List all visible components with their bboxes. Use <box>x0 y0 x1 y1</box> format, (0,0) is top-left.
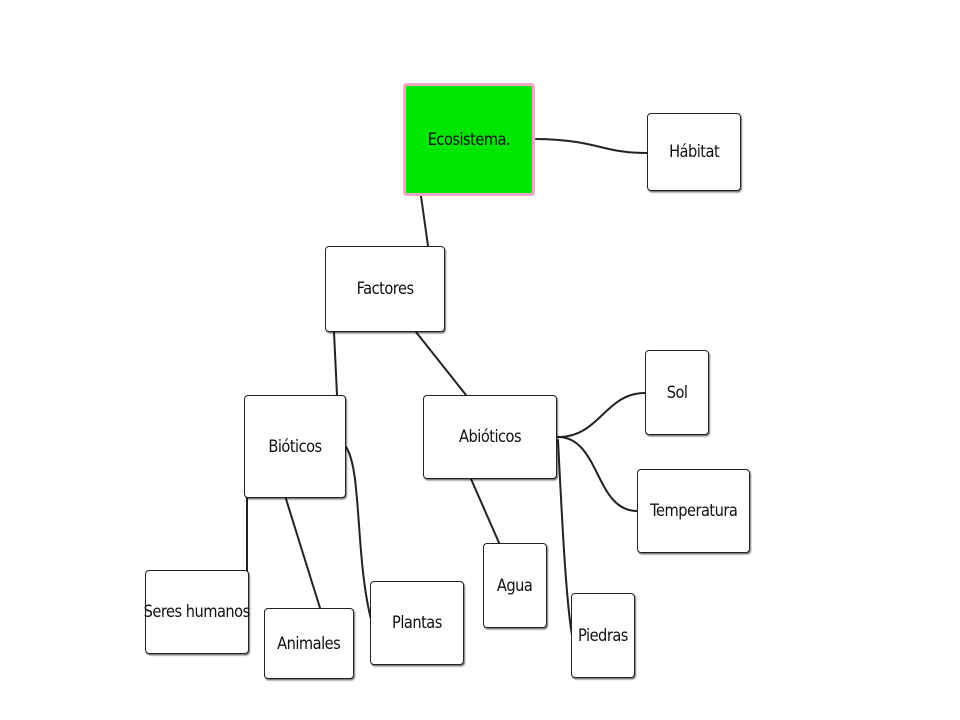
node-label: Ecosistema. <box>427 129 511 150</box>
node-label: Factores <box>356 279 414 299</box>
node-factores[interactable]: Factores <box>325 246 445 332</box>
node-bioticos[interactable]: Bióticos <box>244 395 346 498</box>
node-ecosistema[interactable]: Ecosistema. <box>403 83 535 196</box>
node-label: Temperatura <box>649 501 738 521</box>
edge-abioticos-piedras <box>557 439 573 636</box>
node-label: Abióticos <box>458 427 522 447</box>
edge-bioticos-plantas <box>345 446 373 624</box>
node-label: Plantas <box>392 613 442 633</box>
edge-abioticos-agua <box>470 478 501 546</box>
node-label: Hábitat <box>668 142 720 162</box>
node-label: Agua <box>497 575 533 596</box>
node-label: Seres humanos <box>143 602 251 622</box>
node-label: Animales <box>277 633 341 654</box>
node-plantas[interactable]: Plantas <box>370 581 464 665</box>
edge-abioticos-temperatura <box>557 436 638 512</box>
node-agua[interactable]: Agua <box>483 543 547 628</box>
edge-factores-abioticos <box>415 331 467 396</box>
edge-abioticos-sol <box>557 392 646 438</box>
edge-ecosistema-habitat <box>535 138 648 154</box>
edge-factores-bioticos <box>333 331 338 396</box>
node-animales[interactable]: Animales <box>264 608 354 679</box>
node-piedras[interactable]: Piedras <box>571 593 635 678</box>
node-label: Piedras <box>578 625 628 646</box>
node-temperatura[interactable]: Temperatura <box>637 469 750 553</box>
node-label: Sol <box>666 382 688 403</box>
node-sol[interactable]: Sol <box>645 350 709 435</box>
edge-ecosistema-factores <box>420 195 429 247</box>
node-abioticos[interactable]: Abióticos <box>423 395 557 479</box>
node-seres-humanos[interactable]: Seres humanos <box>143 570 251 654</box>
node-label: Bióticos <box>268 436 322 457</box>
node-habitat[interactable]: Hábitat <box>647 113 741 191</box>
edge-bioticos-animales <box>285 498 321 609</box>
